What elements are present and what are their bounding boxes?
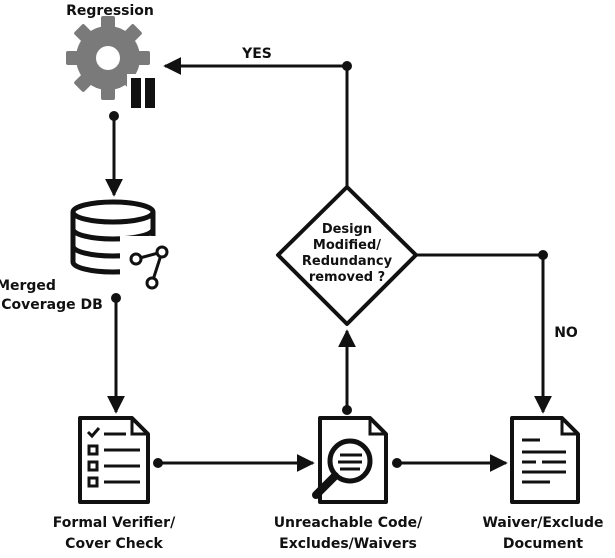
checklist-document-icon <box>78 416 150 504</box>
waiver-label-line2: Document <box>503 536 584 552</box>
connector-dot <box>342 405 352 415</box>
connector-dot <box>538 250 548 260</box>
yes-label: YES <box>241 46 272 62</box>
connector-dot <box>342 61 352 71</box>
formal-label-line1: Formal Verifier/ <box>53 515 176 531</box>
decision-diamond: Design Modified/ Redundancy removed ? <box>276 185 418 326</box>
decision-line2: Modified/ <box>313 238 381 253</box>
decision-line1: Design <box>322 222 372 237</box>
unreachable-label-line1: Unreachable Code/ <box>274 515 423 531</box>
magnifier-document-icon <box>312 416 388 504</box>
regression-label: Regression <box>66 3 154 19</box>
decision-line3: Redundancy <box>302 254 393 269</box>
connector-dot <box>153 458 163 468</box>
gear-icon <box>66 16 150 100</box>
coverage-db-label-line2: Coverage DB <box>1 297 103 313</box>
share-icon <box>120 236 178 296</box>
unreachable-label-line2: Excludes/Waivers <box>279 536 417 552</box>
connector-dot <box>392 458 402 468</box>
waiver-label-line1: Waiver/Exclude <box>482 515 603 531</box>
no-label: NO <box>554 325 578 341</box>
decision-line4: removed ? <box>309 270 385 285</box>
edge-decision-no <box>416 253 552 414</box>
database-icon <box>70 199 156 275</box>
edge-decision-yes <box>163 57 349 187</box>
formal-label-line2: Cover Check <box>65 536 163 552</box>
connector-dot <box>109 111 119 121</box>
text-document-icon <box>510 416 580 504</box>
coverage-db-label-line1: Merged <box>0 278 56 294</box>
connector-dot <box>111 293 121 303</box>
pause-icon <box>127 74 160 110</box>
